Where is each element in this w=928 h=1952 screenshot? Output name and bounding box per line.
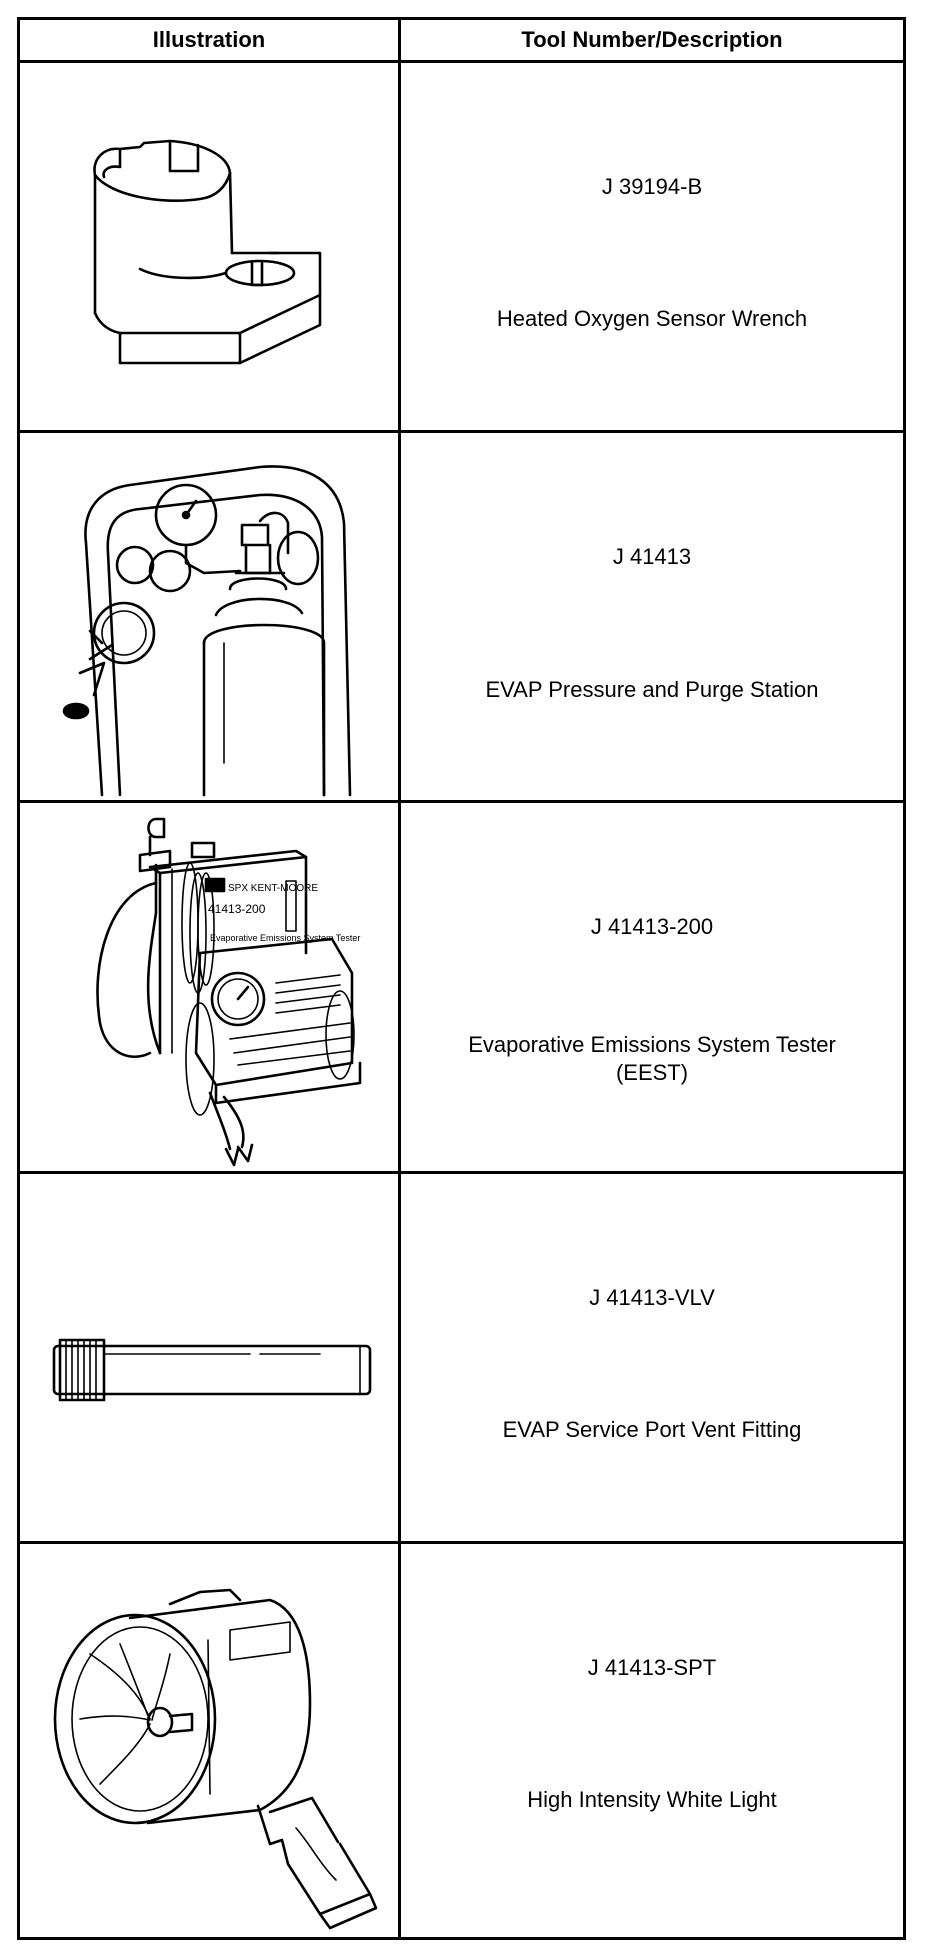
vent-fitting-icon [20,1174,398,1541]
tool-number: J 39194-B [601,174,703,199]
tester-model-label: 41413-200 [208,902,266,916]
oxygen-sensor-wrench-icon [20,63,398,430]
tool-number: J 41413 [612,544,692,569]
tool-description: Evaporative Emissions System Tester (EES… [468,1032,836,1085]
row-divider [20,430,903,433]
tool-description: EVAP Pressure and Purge Station [485,677,819,702]
tool-number: J 41413-200 [590,914,714,939]
row-divider [20,60,903,63]
tool-number: J 41413-VLV [589,1285,715,1310]
tool-number: J 41413-SPT [587,1655,717,1680]
row-4-cell: J 41413-VLV EVAP Service Port Vent Fitti… [401,1174,903,1541]
tool-description: EVAP Service Port Vent Fitting [502,1417,802,1442]
white-light-icon [20,1544,398,1937]
row-divider [20,1541,903,1544]
tester-caption-label: Evaporative Emissions System Tester [210,933,360,943]
tool-description: Heated Oxygen Sensor Wrench [496,306,808,331]
row-2-cell: J 41413 EVAP Pressure and Purge Station [401,433,903,800]
pressure-purge-station-icon [20,433,398,800]
row-divider [20,800,903,803]
header-illustration: Illustration [152,27,266,52]
tool-table: Illustration Tool Number/Description J 3… [17,17,906,1940]
tool-description: High Intensity White Light [527,1787,777,1812]
row-divider [20,1171,903,1174]
row-1-cell: J 39194-B Heated Oxygen Sensor Wrench [401,63,903,430]
emissions-tester-icon: SPX KENT-MOORE 41413-200 Evaporative Emi… [20,803,398,1171]
svg-text:SPX KENT-MOORE: SPX KENT-MOORE [228,883,318,894]
column-divider [398,20,401,1937]
row-5-cell: J 41413-SPT High Intensity White Light [401,1544,903,1937]
header-tool-description: Tool Number/Description [521,27,783,52]
row-3-cell: J 41413-200 Evaporative Emissions System… [401,803,903,1171]
